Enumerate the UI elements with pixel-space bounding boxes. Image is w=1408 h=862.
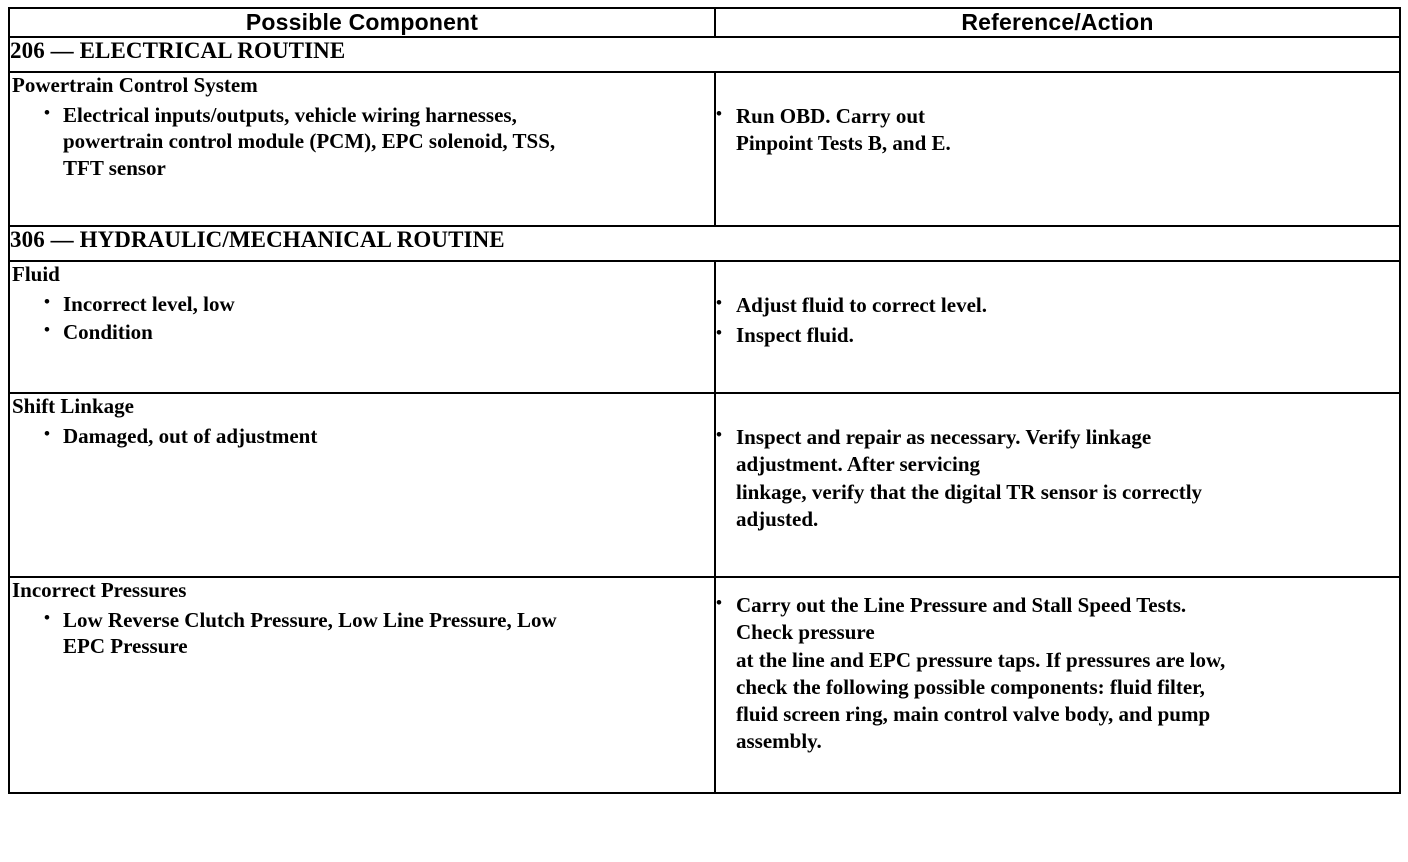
table-header-row: Possible Component Reference/Action: [8, 7, 1401, 38]
table-row-fluid: Fluid Incorrect level, low Condition Adj…: [8, 260, 1401, 394]
list-item: Run OBD. Carry out Pinpoint Tests B, and…: [716, 102, 1399, 158]
component-title: Powertrain Control System: [12, 73, 258, 97]
vertical-spacer: [716, 73, 1399, 103]
action-bullet-list: Adjust fluid to correct level. Inspect f…: [716, 291, 1399, 350]
component-cell-fluid: Fluid Incorrect level, low Condition: [8, 260, 716, 394]
vertical-spacer: [716, 394, 1399, 424]
component-bullet-list: Incorrect level, low Condition: [44, 290, 714, 346]
action-cell-powertrain: Run OBD. Carry out Pinpoint Tests B, and…: [714, 71, 1401, 227]
diagnostic-routine-table: Possible Component Reference/Action 206 …: [8, 7, 1401, 794]
component-bullet-list: Electrical inputs/outputs, vehicle wirin…: [44, 101, 714, 182]
action-bullet-list: Run OBD. Carry out Pinpoint Tests B, and…: [716, 102, 1399, 158]
component-bullet-list: Low Reverse Clutch Pressure, Low Line Pr…: [44, 606, 714, 660]
component-title: Incorrect Pressures: [12, 578, 187, 602]
component-cell-shift-linkage: Shift Linkage Damaged, out of adjustment: [8, 392, 716, 578]
list-item: Condition: [44, 318, 714, 346]
action-bullet-list: Inspect and repair as necessary. Verify …: [716, 423, 1399, 533]
table-row-shift-linkage: Shift Linkage Damaged, out of adjustment…: [8, 392, 1401, 578]
list-item: Incorrect level, low: [44, 290, 714, 318]
section-band-row-206: 206 — ELECTRICAL ROUTINE: [8, 36, 1401, 73]
action-bullet-list: Carry out the Line Pressure and Stall Sp…: [716, 591, 1399, 756]
component-bullet-list: Damaged, out of adjustment: [44, 422, 714, 450]
component-cell-powertrain: Powertrain Control System Electrical inp…: [8, 71, 716, 227]
list-item: Electrical inputs/outputs, vehicle wirin…: [44, 101, 714, 182]
list-item: Damaged, out of adjustment: [44, 422, 714, 450]
vertical-spacer: [716, 578, 1399, 592]
list-item: Inspect and repair as necessary. Verify …: [716, 423, 1399, 533]
list-item: Adjust fluid to correct level.: [716, 291, 1399, 319]
vertical-spacer: [716, 262, 1399, 292]
table-row-incorrect-pressures: Incorrect Pressures Low Reverse Clutch P…: [8, 576, 1401, 794]
component-title: Shift Linkage: [12, 394, 134, 418]
action-cell-incorrect-pressures: Carry out the Line Pressure and Stall Sp…: [714, 576, 1401, 794]
table-row-powertrain-control-system: Powertrain Control System Electrical inp…: [8, 71, 1401, 227]
section-band-row-306: 306 — HYDRAULIC/MECHANICAL ROUTINE: [8, 225, 1401, 262]
component-cell-incorrect-pressures: Incorrect Pressures Low Reverse Clutch P…: [8, 576, 716, 794]
action-cell-shift-linkage: Inspect and repair as necessary. Verify …: [714, 392, 1401, 578]
component-title: Fluid: [12, 262, 60, 286]
action-cell-fluid: Adjust fluid to correct level. Inspect f…: [714, 260, 1401, 394]
list-item: Low Reverse Clutch Pressure, Low Line Pr…: [44, 606, 714, 660]
column-header-possible-component: Possible Component: [8, 7, 716, 38]
list-item: Inspect fluid.: [716, 321, 1399, 349]
list-item: Carry out the Line Pressure and Stall Sp…: [716, 591, 1399, 756]
column-header-reference-action: Reference/Action: [714, 7, 1401, 38]
section-band-label-306: 306 — HYDRAULIC/MECHANICAL ROUTINE: [8, 225, 1401, 262]
section-band-label-206: 206 — ELECTRICAL ROUTINE: [8, 36, 1401, 73]
